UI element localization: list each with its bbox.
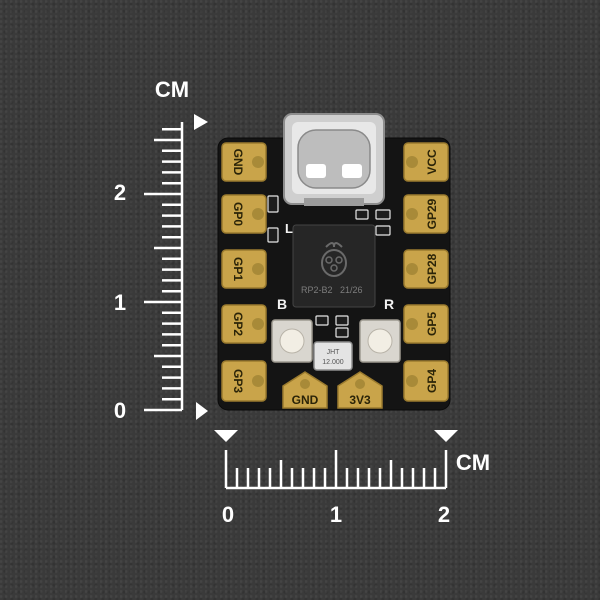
pin-pad-gnd-left: GND — [221, 142, 267, 182]
pin-label-gp4: GP4 — [425, 369, 439, 393]
pin-label-gp0: GP0 — [231, 202, 245, 226]
vertical-ruler-top-marker-icon — [194, 114, 208, 130]
resistor-component — [267, 227, 279, 243]
crystal-marking-brand: JHT — [327, 349, 341, 356]
rp2040-chip: RP2-B2 21/26 — [292, 224, 376, 308]
capacitor-component — [355, 209, 369, 220]
left-pin-header: GND GP0 GP1 GP2 GP3 — [221, 142, 267, 402]
pin-pad-gp4: GP4 — [403, 360, 449, 402]
pin-pad-gp28: GP28 — [403, 249, 449, 289]
led-component — [267, 195, 279, 213]
horizontal-ruler-label-1: 1 — [330, 502, 342, 527]
vertical-ruler-unit: CM — [155, 77, 189, 102]
horizontal-ruler-ticks — [224, 450, 448, 488]
vertical-ruler-ticks — [144, 127, 182, 412]
capacitor-component — [335, 327, 349, 338]
capacitor-component — [375, 209, 391, 220]
capacitor-component — [335, 315, 349, 326]
pin-pad-gp29: GP29 — [403, 194, 449, 234]
pin-pad-gp0: GP0 — [221, 194, 267, 234]
horizontal-ruler-unit: CM — [456, 450, 490, 475]
pin-label-gp3: GP3 — [231, 369, 245, 393]
vertical-ruler-label-1: 1 — [114, 290, 126, 315]
pin-pad-gp1: GP1 — [221, 249, 267, 289]
right-pin-header: VCC GP29 GP28 GP5 GP4 — [403, 142, 449, 402]
pin-label-gp1: GP1 — [231, 257, 245, 281]
chip-marking-model: RP2-B2 — [301, 285, 333, 295]
pin-label-vcc: VCC — [425, 149, 439, 175]
vertical-ruler-bottom-marker-icon — [196, 402, 208, 420]
boot-button[interactable]: B — [271, 296, 313, 363]
horizontal-ruler-left-marker-icon — [214, 430, 238, 442]
pin-pad-3v3: 3V3 — [337, 371, 383, 409]
horizontal-ruler: CM 0 1 2 — [214, 430, 490, 527]
vertical-ruler-label-2: 2 — [114, 180, 126, 205]
pin-pad-gp3: GP3 — [221, 360, 267, 402]
pin-pad-vcc: VCC — [403, 142, 449, 182]
pin-label-gp2: GP2 — [231, 312, 245, 336]
pin-pad-gnd-bottom: GND — [282, 371, 328, 409]
pin-label-gnd: GND — [231, 149, 245, 176]
vertical-ruler-label-0: 0 — [114, 398, 126, 423]
pin-label-3v3: 3V3 — [349, 393, 371, 407]
crystal-oscillator: JHT 12.000 — [313, 341, 353, 371]
horizontal-ruler-label-0: 0 — [222, 502, 234, 527]
pin-pad-gp2: GP2 — [221, 304, 267, 344]
crystal-marking-frequency: 12.000 — [322, 359, 344, 366]
capacitor-component — [375, 225, 391, 236]
chip-marking-date: 21/26 — [340, 285, 363, 295]
reset-button[interactable]: R — [359, 296, 401, 363]
boot-button-label: B — [277, 296, 287, 312]
usb-c-connector — [283, 113, 385, 206]
smd-components: L — [267, 195, 391, 338]
led-silk-label: L — [285, 221, 293, 236]
pin-pad-gp5: GP5 — [403, 304, 449, 344]
pin-label-gp28: GP28 — [425, 253, 439, 284]
reset-button-label: R — [384, 296, 394, 312]
bottom-pin-header: GND 3V3 — [282, 371, 383, 409]
vertical-ruler: CM 2 1 0 — [114, 77, 208, 423]
horizontal-ruler-right-marker-icon — [434, 430, 458, 442]
raspberry-pi-logo-icon — [321, 242, 347, 277]
pin-label-gnd-bottom: GND — [292, 393, 319, 407]
horizontal-ruler-label-2: 2 — [438, 502, 450, 527]
pin-label-gp5: GP5 — [425, 312, 439, 336]
pin-label-gp29: GP29 — [425, 198, 439, 229]
pcb-board: GND GP0 GP1 GP2 GP3 — [217, 113, 451, 411]
capacitor-component — [315, 315, 329, 326]
